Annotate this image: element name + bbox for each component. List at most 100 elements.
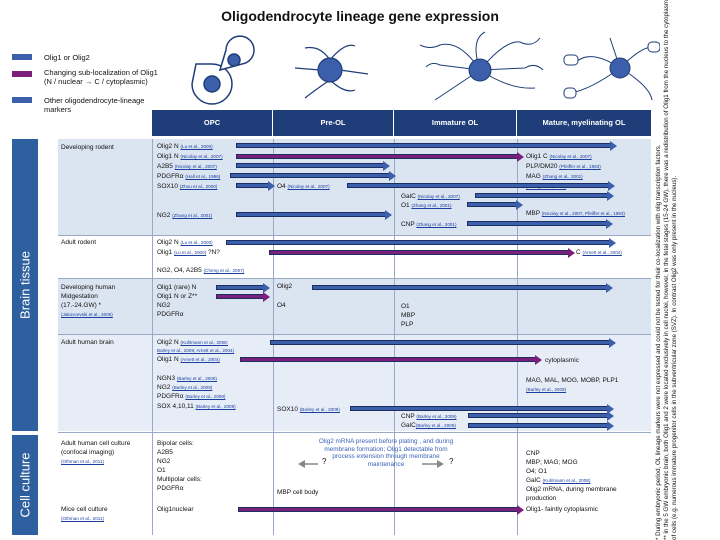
citation-link[interactable]: (Barley et al., 2009) <box>415 423 456 428</box>
citation-link[interactable]: (Barley et al., 2009) <box>299 407 340 412</box>
marker-dh-o4: O4 <box>277 302 286 309</box>
legend-swatch-olig <box>12 54 32 60</box>
citation-link[interactable]: (Nicolay et al., 2007) <box>180 154 223 159</box>
citation-link[interactable]: (Zhang et al., 2001) <box>411 203 452 208</box>
citation-link[interactable]: (Kuhlmann et al., 2008; <box>180 340 229 345</box>
arrow-sox10 <box>236 180 275 191</box>
citation-link[interactable]: (Nicolay et al., 2007) <box>287 184 330 189</box>
citation-link[interactable]: (Arnett et al., 2004) <box>180 357 220 362</box>
citation-ah-olig2[interactable]: Barley et al., 2009; Arnett et al., 2004… <box>157 348 235 353</box>
marker-ah-mature: MAG, MAL, MOG, MOBP, PLP1 <box>526 377 619 384</box>
citation-link[interactable]: (Arnett et al., 2004) <box>582 250 622 255</box>
marker-ng2: NG2 (Zhang et al., 2001) <box>157 212 213 219</box>
citation-link[interactable]: (Zhang et al., 2001) <box>416 222 457 227</box>
row-label-adult-human: Adult human brain <box>61 339 114 346</box>
marker-ah-sox: SOX 4,10,11 (Barley et al., 2009) <box>157 403 236 410</box>
markers-culture-opc: Bipolar cells: A2B5 NG2 O1 Multipolar ce… <box>157 440 202 492</box>
marker-sox10: SOX10 (Zhou et al., 2000) <box>157 183 218 190</box>
citation-link[interactable]: (Barley et al., 2009) <box>185 394 226 399</box>
citation-link[interactable]: (Pfeiffer et al., 1993) <box>559 164 601 169</box>
marker-ah-galc: GalC(Barley et al., 2009) <box>401 422 456 429</box>
citation-link[interactable]: (Othman et al., 2011) <box>61 459 105 464</box>
marker-mbp-cell-body: MBP cell body <box>277 489 319 496</box>
pre-ol-cell-illustration <box>294 44 369 99</box>
marker-galc: GalC (Nicolay et al., 2007) <box>401 193 460 200</box>
citation-link[interactable]: (Zhang et al., 2001) <box>542 174 583 179</box>
stage-header-pre-ol: Pre-OL <box>273 110 393 136</box>
citation-link[interactable]: (Zhou et al., 2000) <box>179 184 218 189</box>
arrow-ng2 <box>236 209 392 220</box>
citation-link[interactable]: (Nicolay et al., 2007) <box>549 154 592 159</box>
stage-header-immature-ol: Immature OL <box>394 110 516 136</box>
marker-ah-ng2: NG2 (Barley et al., 2009) <box>157 384 213 391</box>
marker-adult-ng2-o4-a2b5: NG2, O4, A2B5 (Cheng et al., 2007) <box>157 267 245 274</box>
culture-double-arrows <box>298 460 444 468</box>
arrow-ah-sox10 <box>350 403 614 414</box>
section-brain-tissue: Brain tissue <box>12 139 38 431</box>
marker-ah-olig1-n: Olig1 N (Arnett et al., 2004) <box>157 356 220 363</box>
row-cell-culture <box>58 435 651 535</box>
marker-ah-olig2-n: Olig2 N (Kuhlmann et al., 2008; <box>157 339 229 346</box>
marker-olig1-c: Olig1 C (Nicolay et al., 2007) <box>526 153 592 160</box>
marker-ah-pdgfra: PDGFRα (Barley et al., 2009) <box>157 393 226 400</box>
citation-link[interactable]: (Lu et al., 2000) <box>174 250 207 255</box>
row-label-human-culture: Adult human cell culture (confocal imagi… <box>61 440 131 464</box>
arrow-olig1-n-to-c <box>236 151 524 162</box>
marker-plp-dm20: PLP/DM20 (Pfeiffer et al., 1993) <box>526 163 601 170</box>
arrow-adult-olig1-n-to-c <box>269 247 575 258</box>
markers-culture-mature: CNP MBP; MAG; MOG O4; O1 GalC (Kuhlmann … <box>526 450 617 502</box>
citation-link[interactable]: (Nicolay et al., 2007, Pfeiffer et al., … <box>541 211 625 216</box>
grid-line <box>273 139 274 535</box>
footnote: * During embryonic period, OL lineage ma… <box>655 0 678 540</box>
marker-ah-sox10: SOX10 (Barley et al., 2009) <box>277 406 340 413</box>
arrow-ah-galc <box>468 420 614 431</box>
arrow-adult-olig2 <box>226 237 616 248</box>
marker-olig2-n: Olig2 N (Lu et al., 2000) <box>157 143 213 150</box>
arrow-dh-olig2 <box>312 282 613 293</box>
arrow-ah-olig2 <box>270 337 616 348</box>
legend-label-sublocalization: Changing sub-localization of Olig1 (N / … <box>44 68 158 86</box>
citation-ah-mature[interactable]: (Barley et al., 2009) <box>526 387 567 392</box>
grid-line <box>58 432 651 433</box>
marker-o4: O4 (Nicolay et al., 2007) <box>277 183 330 190</box>
legend-swatch-sublocalization <box>12 71 32 77</box>
marker-cnp: CNP (Zhang et al., 2001) <box>401 221 457 228</box>
section-cell-culture: Cell culture <box>12 435 38 535</box>
marker-pdgfra: PDGFRα (Hall et al., 1996) <box>157 173 221 180</box>
citation-link[interactable]: (Zhang et al., 2001) <box>172 213 213 218</box>
marker-olig1-faint: Olig1- faintly cytoplasmic <box>526 506 598 513</box>
mature-ol-cell-illustration <box>563 37 660 101</box>
question-mark-left: ? <box>322 457 327 466</box>
arrow-cnp <box>467 218 613 229</box>
citation-link[interactable]: (Kuhlmann et al., 2008) <box>542 478 591 483</box>
citation-link[interactable]: (Nicolay et al., 2007) <box>174 164 217 169</box>
citation-link[interactable]: (Barley et al., 2009) <box>195 404 236 409</box>
citation-link[interactable]: (Othman et al., 2011) <box>61 516 105 521</box>
marker-dh-olig2: Olig2 <box>277 283 293 290</box>
citation-link[interactable]: (Jakovcevski et al., 2005) <box>61 312 113 317</box>
arrow-o4 <box>347 180 615 191</box>
legend-swatch-other <box>12 97 32 103</box>
marker-a2b5: A2B5 (Nicolay et al., 2007) <box>157 163 217 170</box>
grid-line <box>58 235 651 236</box>
immature-ol-cell-illustration <box>419 31 544 101</box>
citation-link[interactable]: (Barley et al., 2009) <box>172 385 213 390</box>
marker-ah-cnp: CNP (Barley et al., 2009) <box>401 413 457 420</box>
citation-link[interactable]: (Lu et al., 2000) <box>180 144 213 149</box>
citation-link[interactable]: (Barley et al., 2009) <box>416 414 457 419</box>
row-label-developing-rodent: Developing rodent <box>61 144 114 151</box>
citation-link[interactable]: (Barley et al., 2009) <box>176 376 217 381</box>
grid-line <box>517 139 518 535</box>
citation-link[interactable]: (Nicolay et al., 2007) <box>417 194 460 199</box>
marker-ah-ngn3: NGN3 (Barley et al., 2009) <box>157 375 217 382</box>
arrow-dh-olig1-n <box>216 291 270 302</box>
citation-link[interactable]: (Hall et al., 1996) <box>185 174 221 179</box>
marker-adult-olig1: Olig1 (Lu et al., 2000) ?N? <box>157 249 220 256</box>
citation-link[interactable]: (Lu et al., 2000) <box>180 240 213 245</box>
marker-o1: O1 (Zhang et al., 2001) <box>401 202 452 209</box>
citation-link[interactable]: (Cheng et al., 2007) <box>203 268 245 273</box>
cell-morphology-illustrations <box>191 31 660 105</box>
stage-header-mature-ol: Mature, myelinating OL <box>517 110 651 136</box>
markers-dh-immature: O1 MBP PLP <box>401 303 416 328</box>
arrow-a2b5 <box>236 160 390 171</box>
